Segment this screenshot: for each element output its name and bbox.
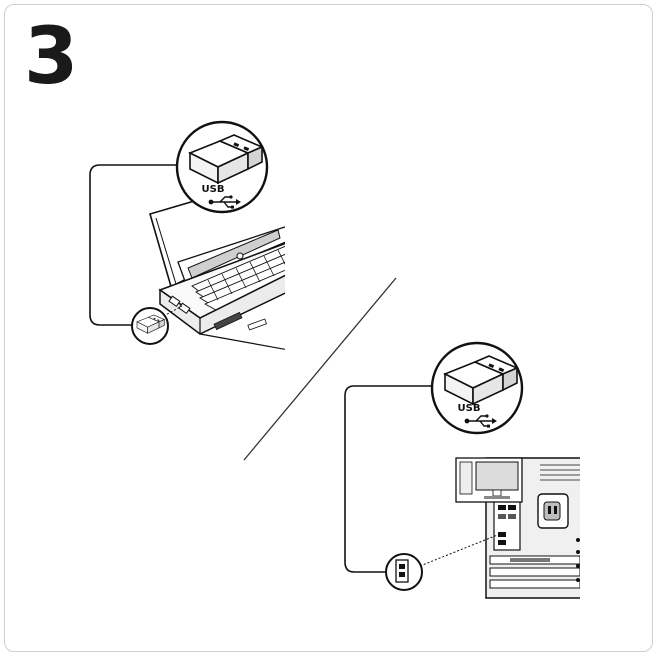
laptop-illustration: [149, 200, 285, 350]
usb-label: USB: [458, 403, 481, 414]
desktop-callout-line: [344, 385, 432, 573]
desktop-usb-callout: USB: [430, 341, 524, 435]
laptop-receiver-small-callout: [131, 307, 169, 345]
step-number: 3: [24, 12, 78, 102]
usb-label: USB: [202, 184, 225, 195]
desktop-pc-illustration: [455, 457, 580, 599]
laptop-callout-line: [89, 164, 178, 326]
laptop-usb-callout: USB: [175, 120, 269, 214]
divider-line: [243, 277, 397, 461]
desktop-computer-icon: [455, 457, 523, 503]
desktop-receiver-small-callout: [385, 553, 423, 591]
